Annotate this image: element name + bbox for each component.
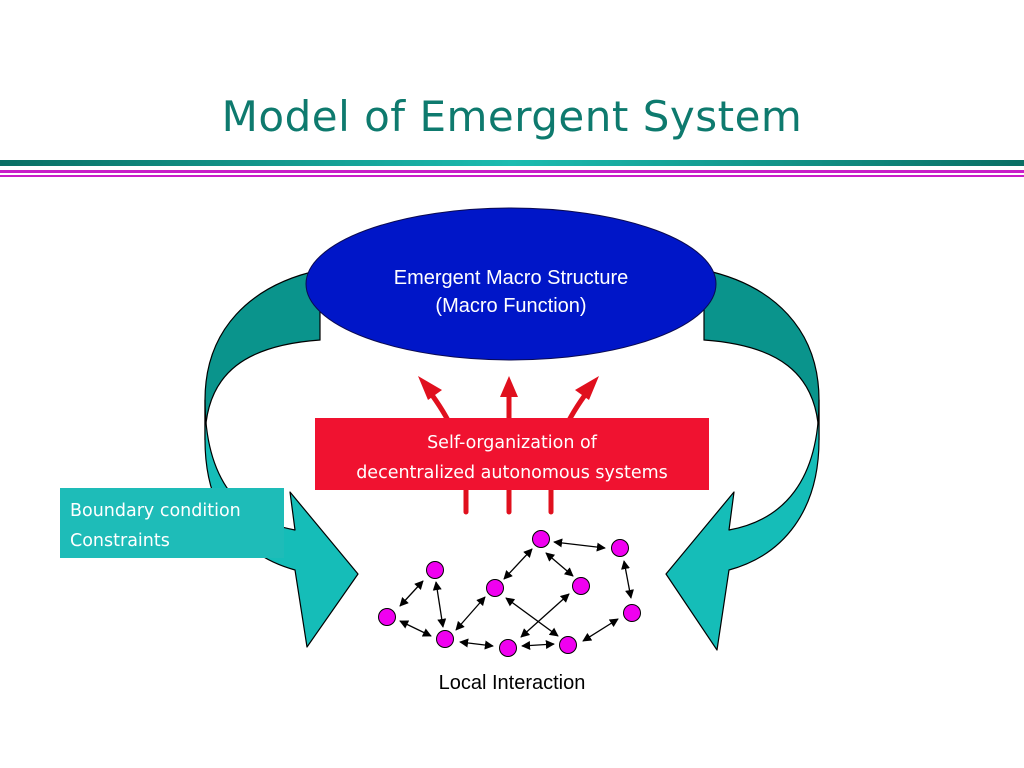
- self-organization-box: [315, 418, 709, 490]
- right-feedback-arrow: [665, 269, 820, 651]
- macro-structure-ellipse: [305, 207, 717, 361]
- title-underline-teal: [0, 160, 1024, 166]
- title-underline-purple: [0, 170, 1024, 173]
- macro-structure-line1: Emergent Macro Structure: [393, 267, 629, 289]
- network-node: [559, 636, 577, 654]
- network-node: [378, 608, 396, 626]
- self-organization-line1: Self-organization of: [427, 433, 597, 453]
- network-nodes: [378, 530, 641, 657]
- slide-title: Model of Emergent System: [221, 92, 803, 141]
- network-edges: [399, 538, 634, 650]
- self-organization-line2: decentralized autonomous systems: [356, 463, 668, 483]
- boundary-condition-line2: Constraints: [70, 531, 170, 551]
- boundary-condition-label: Boundary condition Constraints: [70, 496, 284, 556]
- title-underline-purple-thin: [0, 175, 1024, 177]
- network-node: [426, 561, 444, 579]
- network-node: [499, 639, 517, 657]
- network-node: [611, 539, 629, 557]
- local-interaction-label: Local Interaction: [438, 672, 586, 694]
- self-organization-label: Self-organization of decentralized auton…: [316, 428, 708, 488]
- network-node: [532, 530, 550, 548]
- macro-structure-line2: (Macro Function): [435, 295, 587, 317]
- boundary-condition-line1: Boundary condition: [70, 501, 241, 521]
- network-node: [572, 577, 590, 595]
- macro-structure-label: Emergent Macro Structure (Macro Function…: [306, 264, 716, 320]
- red-arrowheads: [418, 376, 599, 400]
- network-node: [486, 579, 504, 597]
- network-node: [436, 630, 454, 648]
- network-node: [623, 604, 641, 622]
- boundary-condition-box: [60, 488, 284, 558]
